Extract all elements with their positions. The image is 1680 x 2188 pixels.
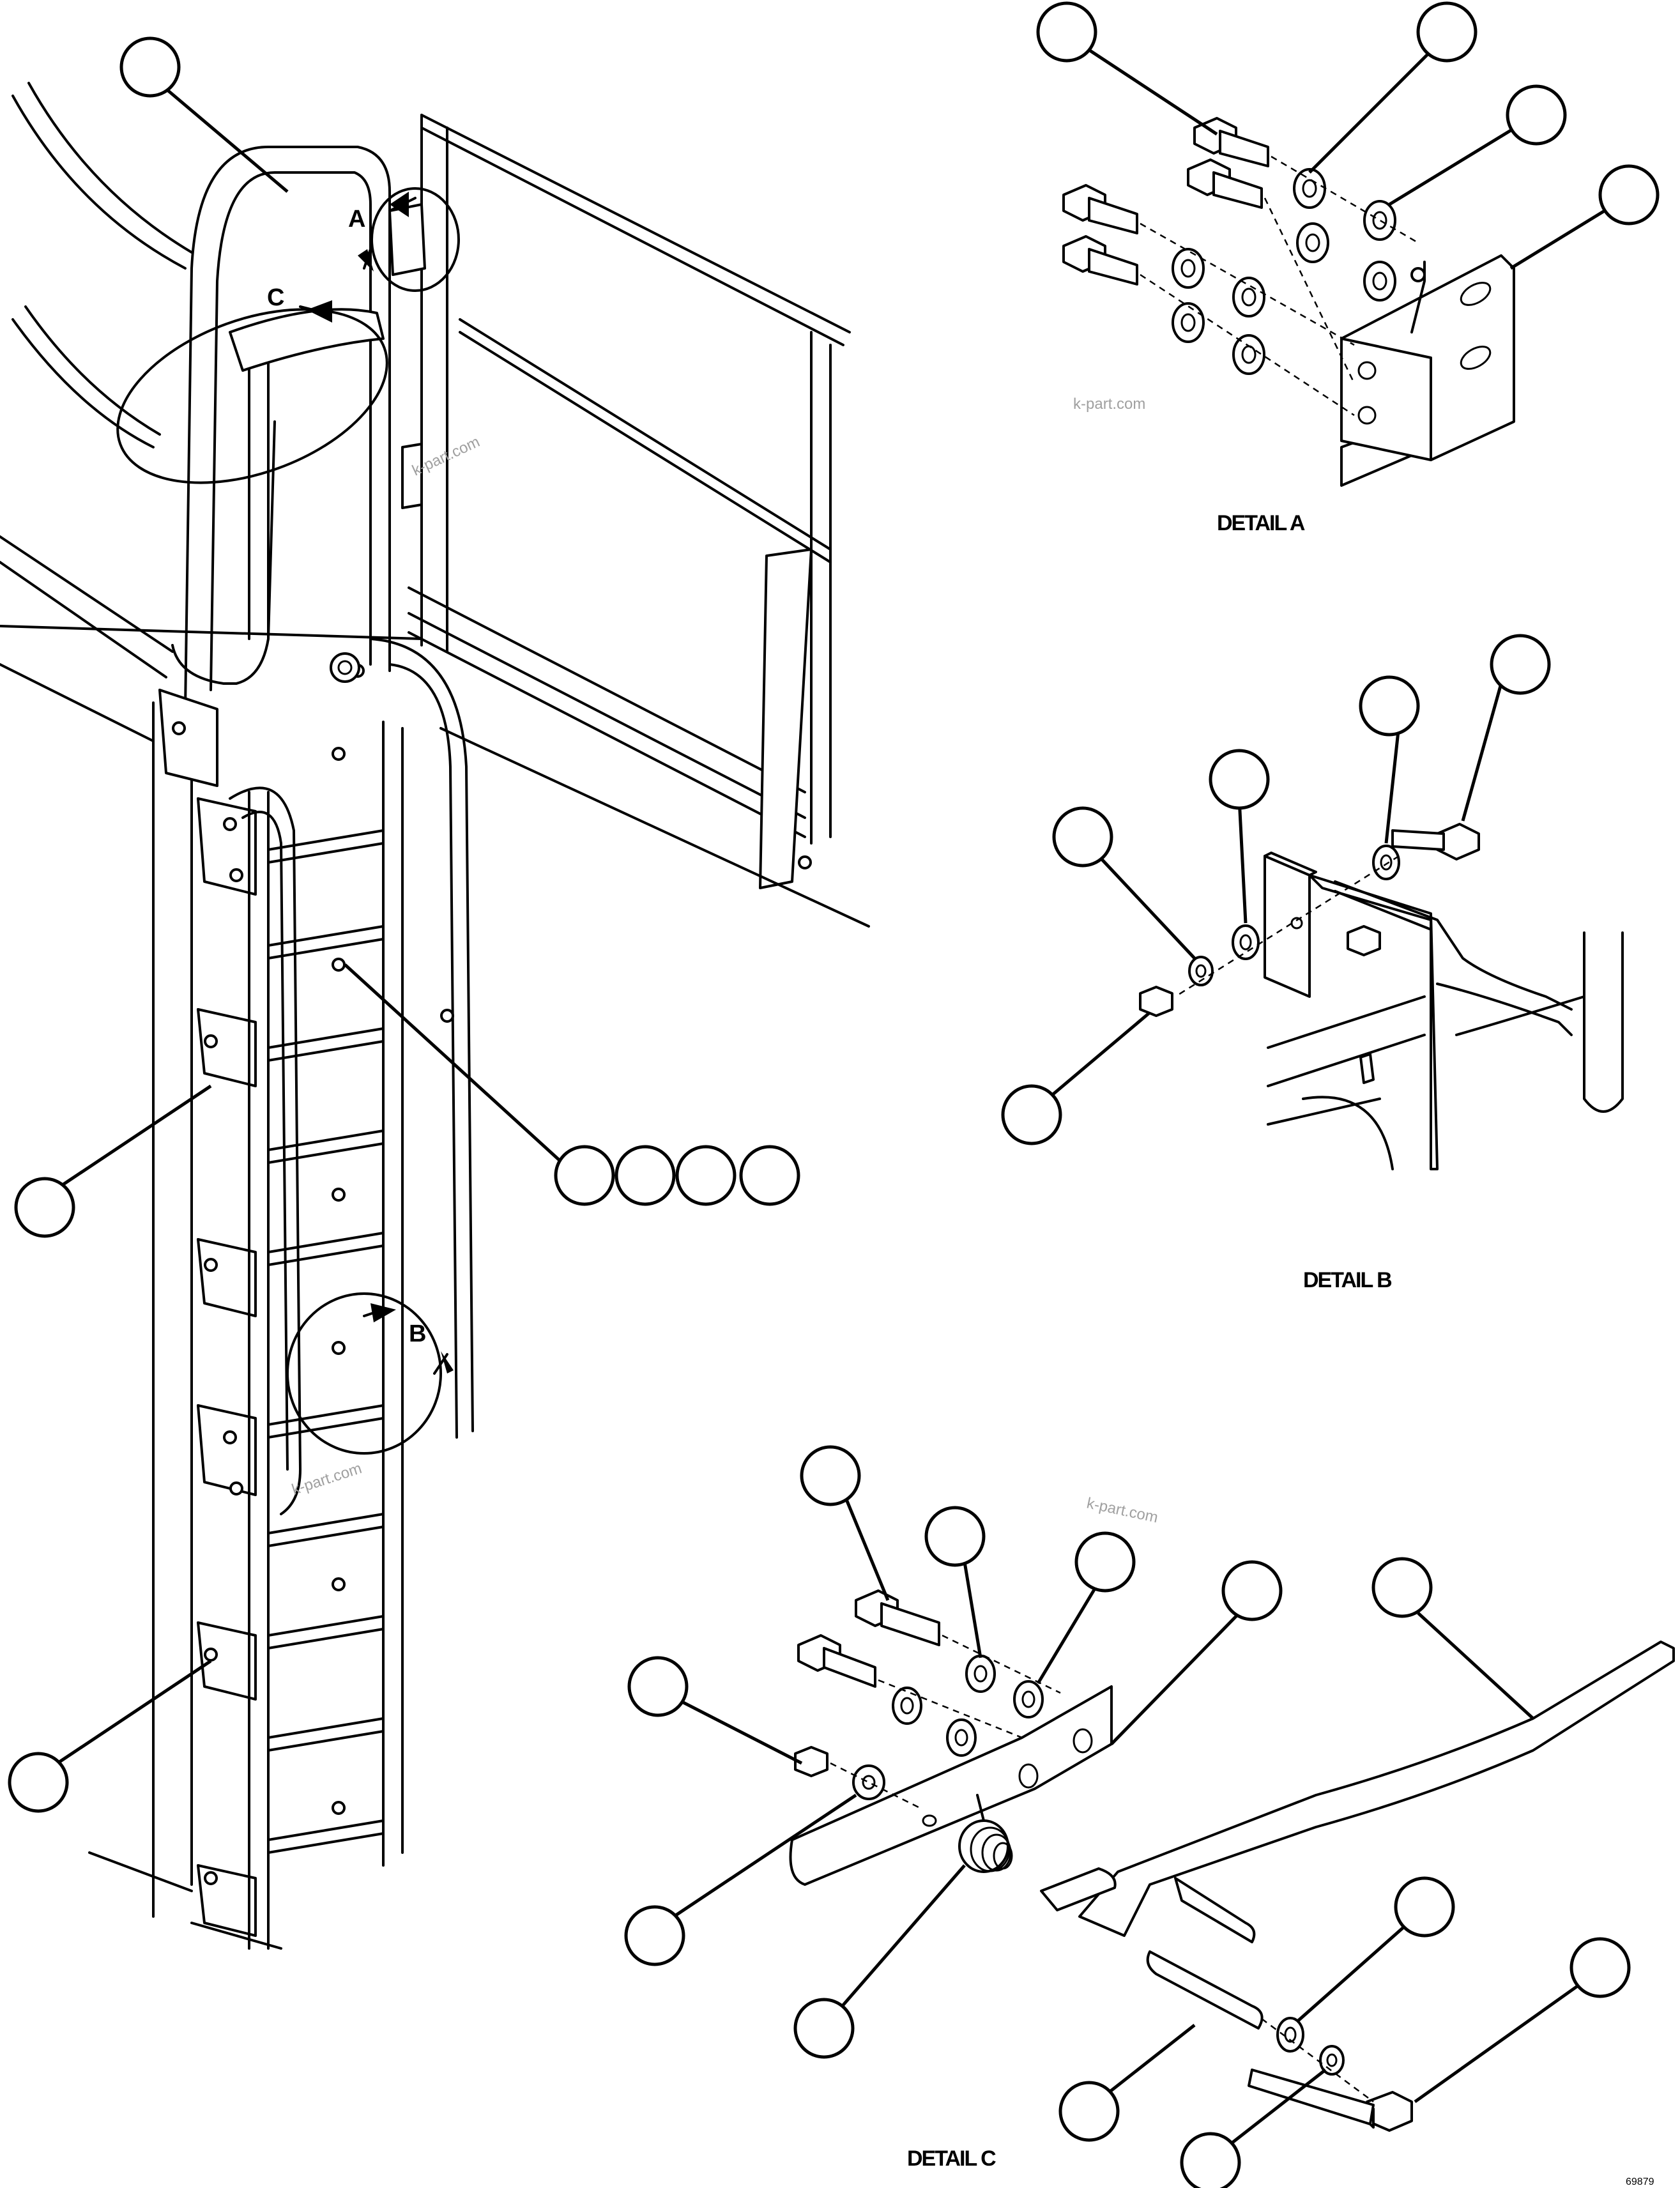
drawing-code: 69879 (1626, 2177, 1654, 2187)
view-letter-a: A (348, 206, 365, 233)
detail-c-title: DETAIL C (907, 2146, 996, 2171)
spring (958, 1794, 1013, 1873)
main-callouts (8, 36, 800, 1813)
main-ladder-view: A C B k-part.com k-part.com (0, 36, 870, 1950)
detail-b-view: DETAIL B (1001, 634, 1624, 1292)
detail-a-title: DETAIL A (1217, 511, 1305, 535)
detail-b-title: DETAIL B (1303, 1268, 1392, 1292)
detail-c-circle (116, 308, 388, 484)
detail-a-circle (370, 187, 460, 292)
watermark-detail-a: k-part.com (1073, 395, 1145, 413)
ladder-bolts (172, 664, 812, 1885)
view-letter-c: C (267, 284, 284, 311)
watermark-detail-c: k-part.com (1085, 1494, 1159, 1526)
detail-c-view: k-part.com DETAIL C 69879 (624, 1445, 1675, 2188)
view-letter-b: B (409, 1320, 426, 1347)
detail-b-circle (286, 1292, 442, 1455)
detail-a-view: k-part.com DETAIL A (1036, 1, 1660, 535)
